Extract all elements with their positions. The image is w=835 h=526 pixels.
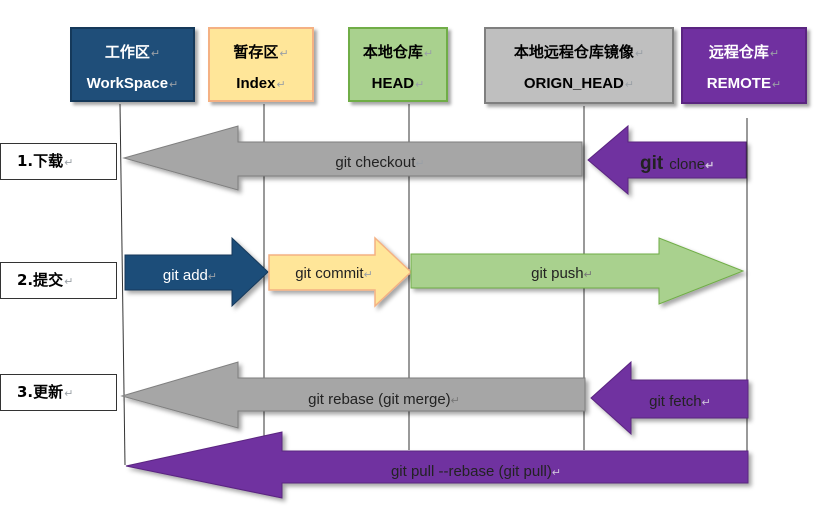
label-add: git add↵: [163, 267, 217, 284]
paragraph-mark-icon: ↵: [64, 275, 74, 288]
arrow-add: [124, 236, 269, 308]
paragraph-mark-icon: ↵: [64, 387, 74, 400]
step-commit-box: 2.提交↵: [0, 262, 117, 299]
zone-workspace-name: WorkSpace: [86, 75, 169, 92]
arrow-fetch: [590, 360, 749, 436]
zone-origin-name: ORIGN_HEAD: [523, 75, 624, 92]
label-commit: git commit↵: [295, 265, 373, 282]
paragraph-mark-icon: ↵: [624, 79, 635, 91]
step-update-box: 3.更新↵: [0, 374, 117, 411]
zone-remote-name: REMOTE: [706, 75, 771, 92]
paragraph-mark-icon: ↵: [169, 79, 179, 91]
paragraph-mark-icon: ↵: [279, 47, 289, 60]
zone-remote-title: 远程仓库: [708, 43, 769, 61]
step-update-label: 3.更新: [17, 383, 64, 401]
paragraph-mark-icon: ↵: [150, 47, 161, 60]
arrow-push: [410, 237, 745, 305]
label-pull: git pull --rebase (git pull)↵: [391, 463, 561, 480]
label-push: git push↵: [531, 265, 593, 282]
zone-origin-head: 本地远程仓库镜像↵ ORIGN_HEAD↵: [484, 27, 674, 104]
label-checkout: git checkout↵: [335, 154, 424, 171]
arrow-rebase: [120, 361, 586, 429]
paragraph-mark-icon: ↵: [584, 269, 593, 281]
label-fetch: git fetch↵: [649, 393, 711, 410]
paragraph-mark-icon: ↵: [451, 395, 460, 407]
zone-workspace: 工作区↵ WorkSpace↵: [70, 27, 195, 102]
paragraph-mark-icon: ↵: [705, 160, 714, 172]
paragraph-mark-icon: ↵: [415, 79, 425, 91]
paragraph-mark-icon: ↵: [702, 397, 711, 409]
zone-remote: 远程仓库↵ REMOTE↵: [681, 27, 807, 104]
label-rebase: git rebase (git merge)↵: [308, 391, 460, 408]
paragraph-mark-icon: ↵: [552, 467, 561, 479]
zone-index-name: Index: [236, 75, 276, 92]
zone-index-title: 暂存区: [233, 43, 279, 61]
zone-index: 暂存区↵ Index↵: [208, 27, 314, 102]
paragraph-mark-icon: ↵: [634, 47, 645, 60]
lifeline-workspace: [119, 103, 126, 466]
paragraph-mark-icon: ↵: [771, 79, 782, 91]
zone-head-name: HEAD: [371, 75, 415, 92]
paragraph-mark-icon: ↵: [364, 269, 373, 281]
paragraph-mark-icon: ↵: [64, 156, 74, 169]
paragraph-mark-icon: ↵: [415, 158, 424, 170]
arrow-clone: [587, 124, 747, 196]
step-commit-label: 2.提交: [17, 271, 64, 289]
paragraph-mark-icon: ↵: [276, 79, 286, 91]
paragraph-mark-icon: ↵: [423, 47, 434, 60]
paragraph-mark-icon: ↵: [208, 271, 217, 283]
arrow-pull: [125, 431, 749, 499]
zone-head: 本地仓库↵ HEAD↵: [348, 27, 448, 102]
arrow-commit: [268, 236, 413, 308]
arrow-checkout: [122, 125, 583, 191]
zone-workspace-title: 工作区: [104, 43, 150, 61]
paragraph-mark-icon: ↵: [769, 47, 780, 60]
zone-head-title: 本地仓库: [362, 43, 423, 61]
zone-origin-title: 本地远程仓库镜像: [513, 43, 634, 61]
step-download-label: 1.下载: [17, 152, 64, 170]
step-download-box: 1.下载↵: [0, 143, 117, 180]
